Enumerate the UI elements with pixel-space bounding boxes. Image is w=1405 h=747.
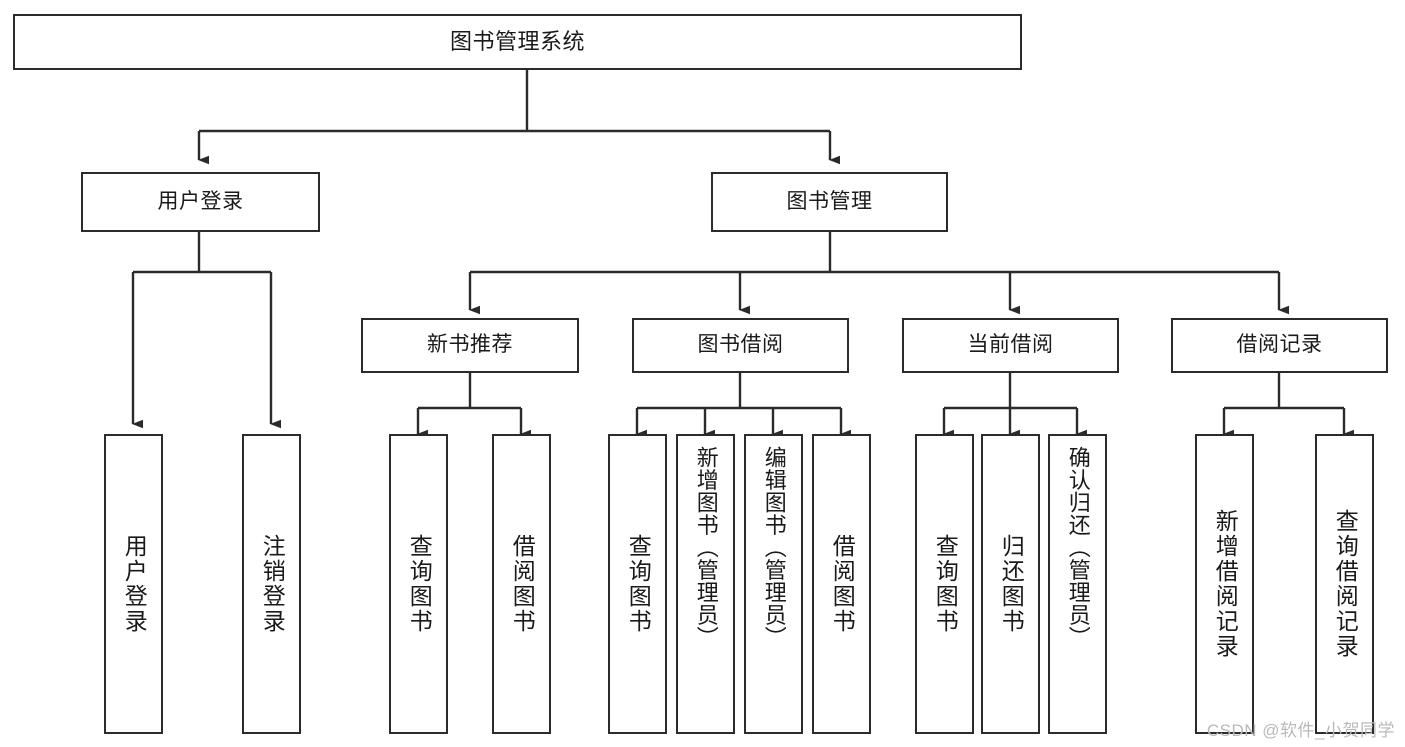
node-leaf-borrow-book-2[interactable]: 借阅图书 [812, 434, 871, 734]
node-label: 查询图书 [406, 534, 433, 634]
node-label: 新增借阅记录 [1212, 509, 1239, 659]
node-label: 确认归还（管理员） [1065, 446, 1091, 649]
node-label: 查询图书 [625, 534, 652, 634]
node-leaf-borrow-book-1[interactable]: 借阅图书 [492, 434, 551, 734]
node-leaf-return-book[interactable]: 归还图书 [981, 434, 1040, 734]
node-label: 注销登录 [259, 534, 286, 634]
node-root-book-management-system[interactable]: 图书管理系统 [13, 14, 1022, 70]
node-leaf-edit-book[interactable]: 编辑图书（管理员） [744, 434, 803, 734]
node-current-borrow[interactable]: 当前借阅 [902, 318, 1119, 373]
node-label: 查询图书 [932, 534, 959, 634]
node-leaf-confirm-return[interactable]: 确认归还（管理员） [1048, 434, 1107, 734]
node-leaf-add-record[interactable]: 新增借阅记录 [1195, 434, 1254, 734]
node-label: 归还图书 [998, 534, 1025, 634]
node-new-book-recommend[interactable]: 新书推荐 [361, 318, 579, 373]
node-label: 编辑图书（管理员） [761, 446, 787, 649]
node-leaf-add-book[interactable]: 新增图书（管理员） [676, 434, 735, 734]
csdn-watermark: CSDN @软件_小贺同学 [1206, 721, 1395, 740]
node-label: 图书借阅 [697, 333, 784, 357]
node-label: 借阅图书 [509, 534, 536, 634]
node-book-management[interactable]: 图书管理 [711, 172, 948, 232]
node-label: 借阅图书 [829, 534, 856, 634]
node-borrow-record[interactable]: 借阅记录 [1171, 318, 1388, 373]
node-book-borrow[interactable]: 图书借阅 [632, 318, 849, 373]
node-label: 新增图书（管理员） [693, 446, 719, 649]
node-label: 用户登录 [121, 534, 148, 634]
node-leaf-query-book-2[interactable]: 查询图书 [608, 434, 667, 734]
node-label: 新书推荐 [427, 333, 513, 357]
node-label: 用户登录 [157, 189, 244, 213]
node-label: 借阅记录 [1236, 333, 1323, 357]
node-label: 当前借阅 [967, 333, 1054, 357]
node-user-login[interactable]: 用户登录 [81, 172, 320, 232]
node-label: 图书管理系统 [449, 29, 585, 55]
node-leaf-query-record[interactable]: 查询借阅记录 [1315, 434, 1374, 734]
node-leaf-query-book-1[interactable]: 查询图书 [389, 434, 448, 734]
node-leaf-query-book-3[interactable]: 查询图书 [915, 434, 974, 734]
node-leaf-logout[interactable]: 注销登录 [242, 434, 301, 734]
node-label: 图书管理 [786, 189, 873, 213]
node-label: 查询借阅记录 [1332, 509, 1359, 659]
node-leaf-user-login[interactable]: 用户登录 [104, 434, 163, 734]
